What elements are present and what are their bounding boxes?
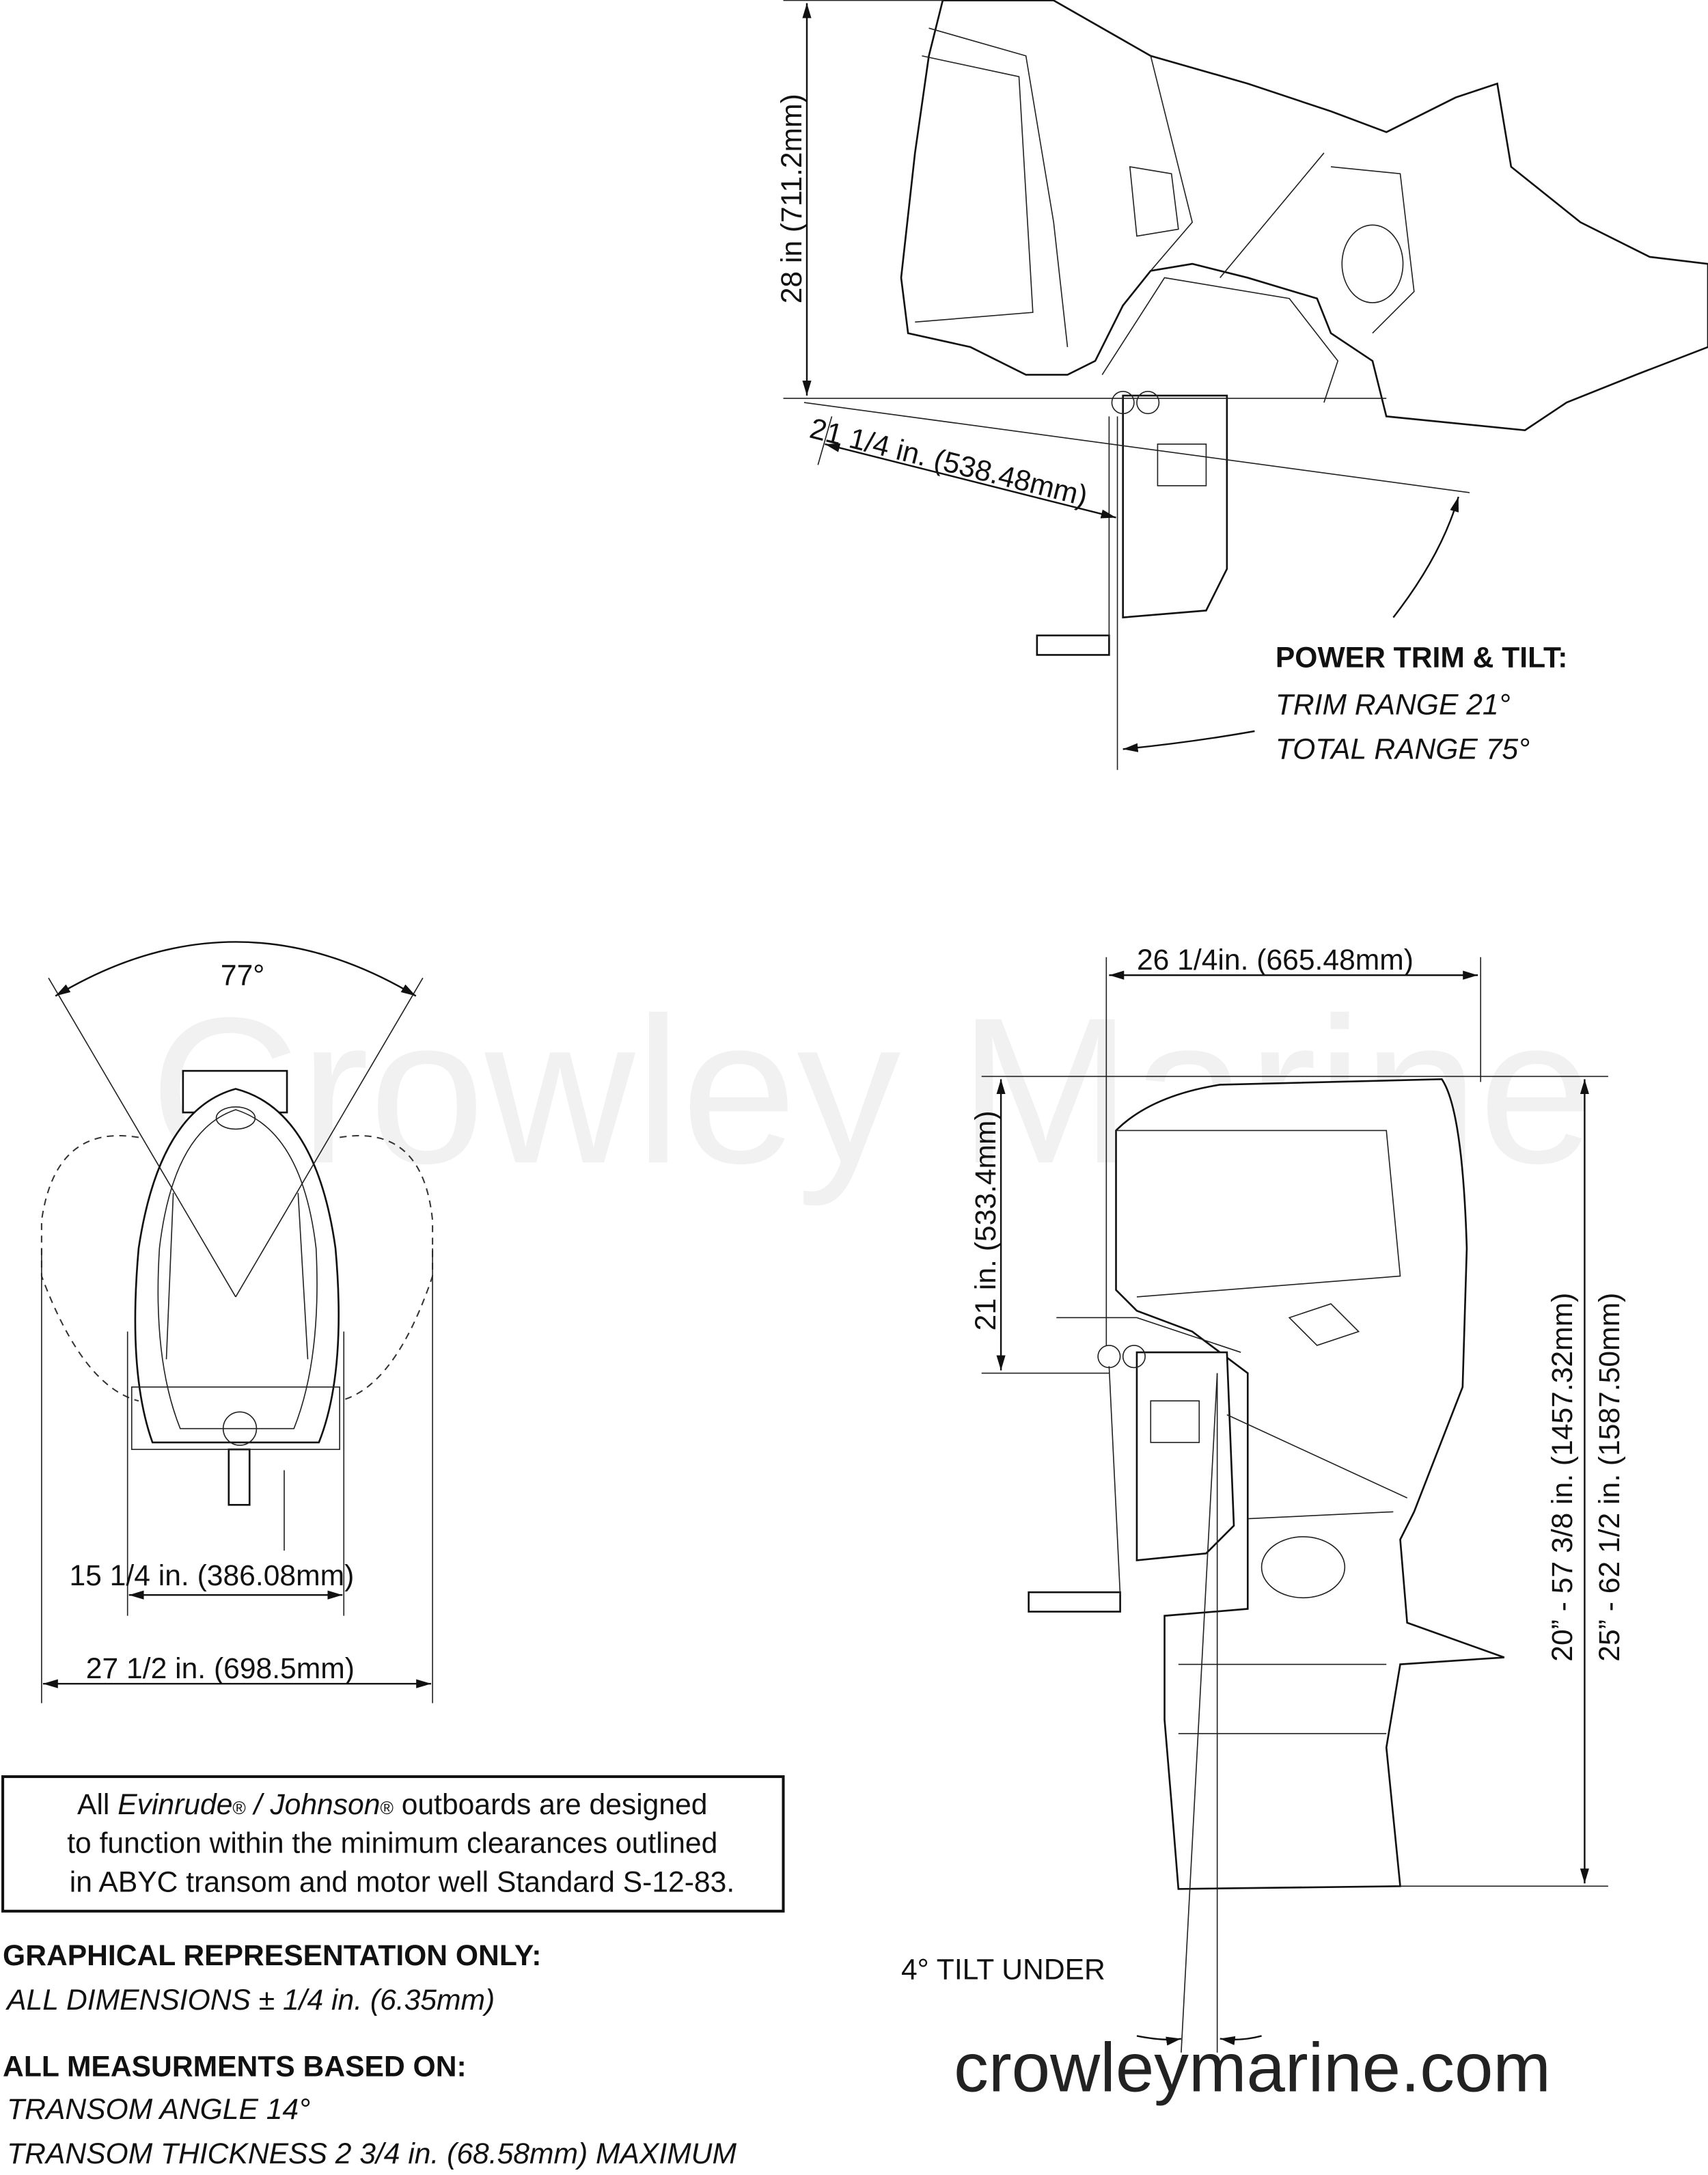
steer-angle-arc [55, 941, 417, 997]
steer-line-right [235, 977, 424, 1298]
upper-height-label: 21 in. (533.4mm) [969, 1110, 1002, 1330]
tilt-under-arrow-left [1136, 2035, 1182, 2046]
power-trim-title: POWER TRIM & TILT: [1276, 642, 1568, 674]
transom-angle: TRANSOM ANGLE 14° [7, 2093, 310, 2126]
graphical-title: GRAPHICAL REPRESENTATION ONLY: [3, 1939, 541, 1972]
abyc-notice-box: All Evinrude® / Johnson® outboards are d… [1, 1775, 785, 1913]
tilt-under-arrow-right [1220, 2035, 1262, 2045]
website-watermark: crowleymarine.com [954, 2029, 1551, 2107]
setback-dim-label: 21 1/4 in. (538.48mm) [807, 412, 1091, 512]
tilt-under-line [1181, 1373, 1218, 2053]
transom-thickness: TRANSOM THICKNESS 2 3/4 in. (68.58mm) MA… [7, 2137, 736, 2170]
tilt-view: 28 in (711.2mm) 21 1/4 in. (538.48mm) PO… [775, 0, 1708, 770]
top-motor-outline [130, 1069, 340, 1506]
inner-width-label: 15 1/4 in. (386.08mm) [69, 1559, 354, 1592]
trim-range: TRIM RANGE 21° [1276, 689, 1511, 722]
depth-dim-label: 26 1/4in. (665.48mm) [1137, 944, 1414, 976]
tilt-range-arc [1392, 496, 1459, 618]
notice-line-2: to function within the minimum clearance… [67, 1827, 717, 1860]
dimensions-tolerance: ALL DIMENSIONS ± 1/4 in. (6.35mm) [5, 1984, 495, 2016]
total-range: TOTAL RANGE 75° [1276, 733, 1530, 766]
steer-sweep-left [40, 1135, 139, 1402]
dim-extension-line [803, 402, 1470, 493]
top-view: 77° 15 1/4 in. (386.08mm) 27 1/2 in. (69… [40, 941, 434, 1704]
setback-dim-arrow [825, 443, 1116, 519]
tilted-motor-outline [900, 0, 1708, 656]
outer-width-label: 27 1/2 in. (698.5mm) [86, 1652, 355, 1685]
steer-line-left [48, 977, 236, 1298]
total-height-20-label: 20” - 57 3/8 in. (1457.32mm) [1546, 1293, 1579, 1662]
steer-angle-label: 77° [221, 959, 264, 991]
total-height-25-label: 25” - 62 1/2 in. (1587.50mm) [1593, 1293, 1626, 1662]
notice-line-3: in ABYC transom and motor well Standard … [70, 1865, 734, 1898]
height-dim-label: 28 in (711.2mm) [775, 94, 808, 303]
dim-extension-line [817, 416, 833, 465]
tilt-under-label: 4° TILT UNDER [901, 1953, 1105, 1986]
side-view: 26 1/4in. (665.48mm) 21 in. (533.4mm) 20… [901, 944, 1626, 2053]
notice-line-1: All Evinrude® / Johnson® outboards are d… [77, 1788, 707, 1821]
measurements-title: ALL MEASURMENTS BASED ON: [3, 2050, 467, 2083]
trim-range-arc [1122, 730, 1255, 752]
